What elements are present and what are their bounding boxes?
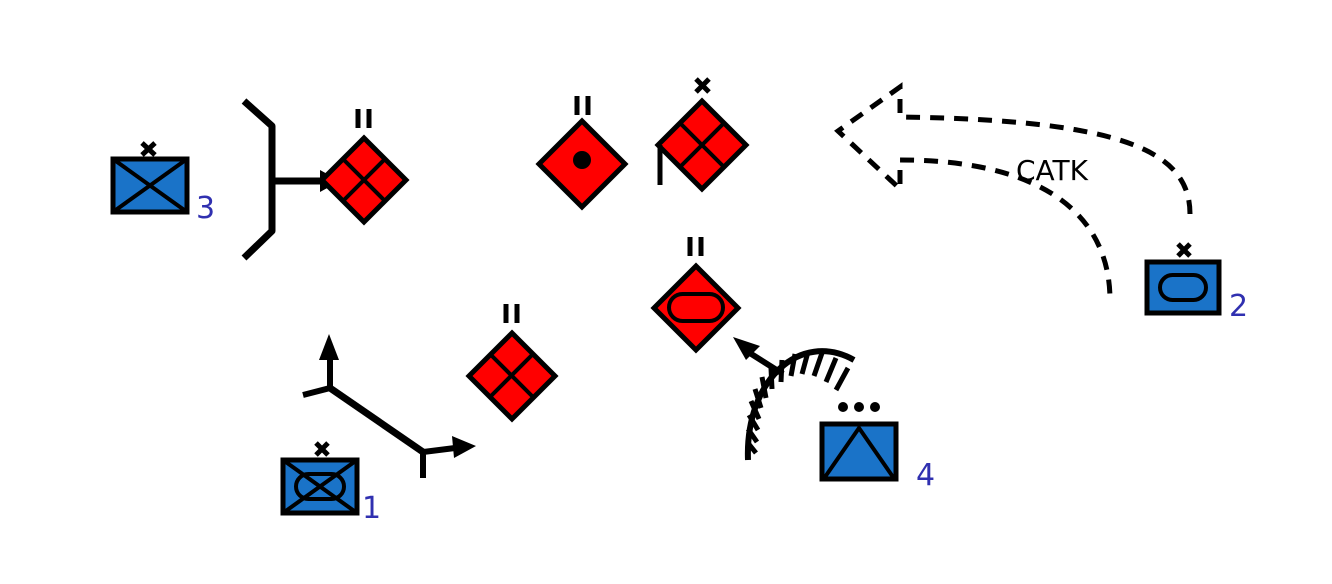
- unit-4-label: 4: [916, 458, 935, 493]
- platoon-echelon-icon: [838, 402, 848, 412]
- hostile-armor[interactable]: [650, 237, 742, 354]
- airborne-triangle-icon: [823, 424, 895, 479]
- infantry-cross-icon: [111, 157, 189, 214]
- brigade-echelon-icon: [140, 141, 157, 157]
- friendly-unit-4[interactable]: 4: [819, 402, 935, 493]
- brigade-echelon-icon: [314, 441, 330, 457]
- friendly-unit-4-frame: [819, 421, 899, 482]
- unit-1-label: 1: [362, 491, 381, 526]
- unit-3-label: 3: [196, 191, 215, 226]
- brigade-echelon-icon: [1176, 242, 1192, 258]
- battalion-echelon-icon: [355, 109, 372, 128]
- friendly-unit-1[interactable]: 1: [280, 441, 381, 526]
- infantry-cross-icon: [341, 157, 387, 203]
- infantry-cross-icon: [281, 458, 359, 515]
- hostile-frame: [650, 262, 742, 354]
- battalion-echelon-icon: [503, 304, 520, 323]
- bypass-graphic: [302, 334, 476, 478]
- unit-2-label: 2: [1229, 289, 1248, 324]
- friendly-unit-2-frame: [1144, 259, 1222, 316]
- friendly-unit-2[interactable]: 2: [1144, 242, 1248, 324]
- penetrate-graphic: [733, 337, 856, 461]
- hostile-infantry-upper[interactable]: [318, 109, 410, 226]
- platoon-echelon-dot: [854, 402, 864, 412]
- infantry-cross-icon: [678, 121, 726, 169]
- platoon-echelon-dot: [870, 402, 880, 412]
- battalion-echelon-icon: [574, 96, 591, 115]
- counterattack-arrow: CATK: [834, 82, 1193, 301]
- hostile-artillery[interactable]: [535, 96, 629, 211]
- artillery-dot-icon: [573, 151, 591, 169]
- brigade-echelon-icon: [694, 77, 711, 94]
- friendly-unit-3[interactable]: 3: [110, 141, 215, 226]
- catk-label: CATK: [1016, 154, 1089, 187]
- armor-oval-icon: [1158, 273, 1208, 302]
- armor-oval-icon: [667, 292, 725, 323]
- hostile-infantry-hq[interactable]: [654, 77, 750, 193]
- battalion-echelon-icon: [687, 237, 704, 256]
- armor-oval-icon: [294, 472, 346, 501]
- infantry-cross-icon: [488, 352, 535, 399]
- hostile-infantry-lower[interactable]: [465, 304, 559, 423]
